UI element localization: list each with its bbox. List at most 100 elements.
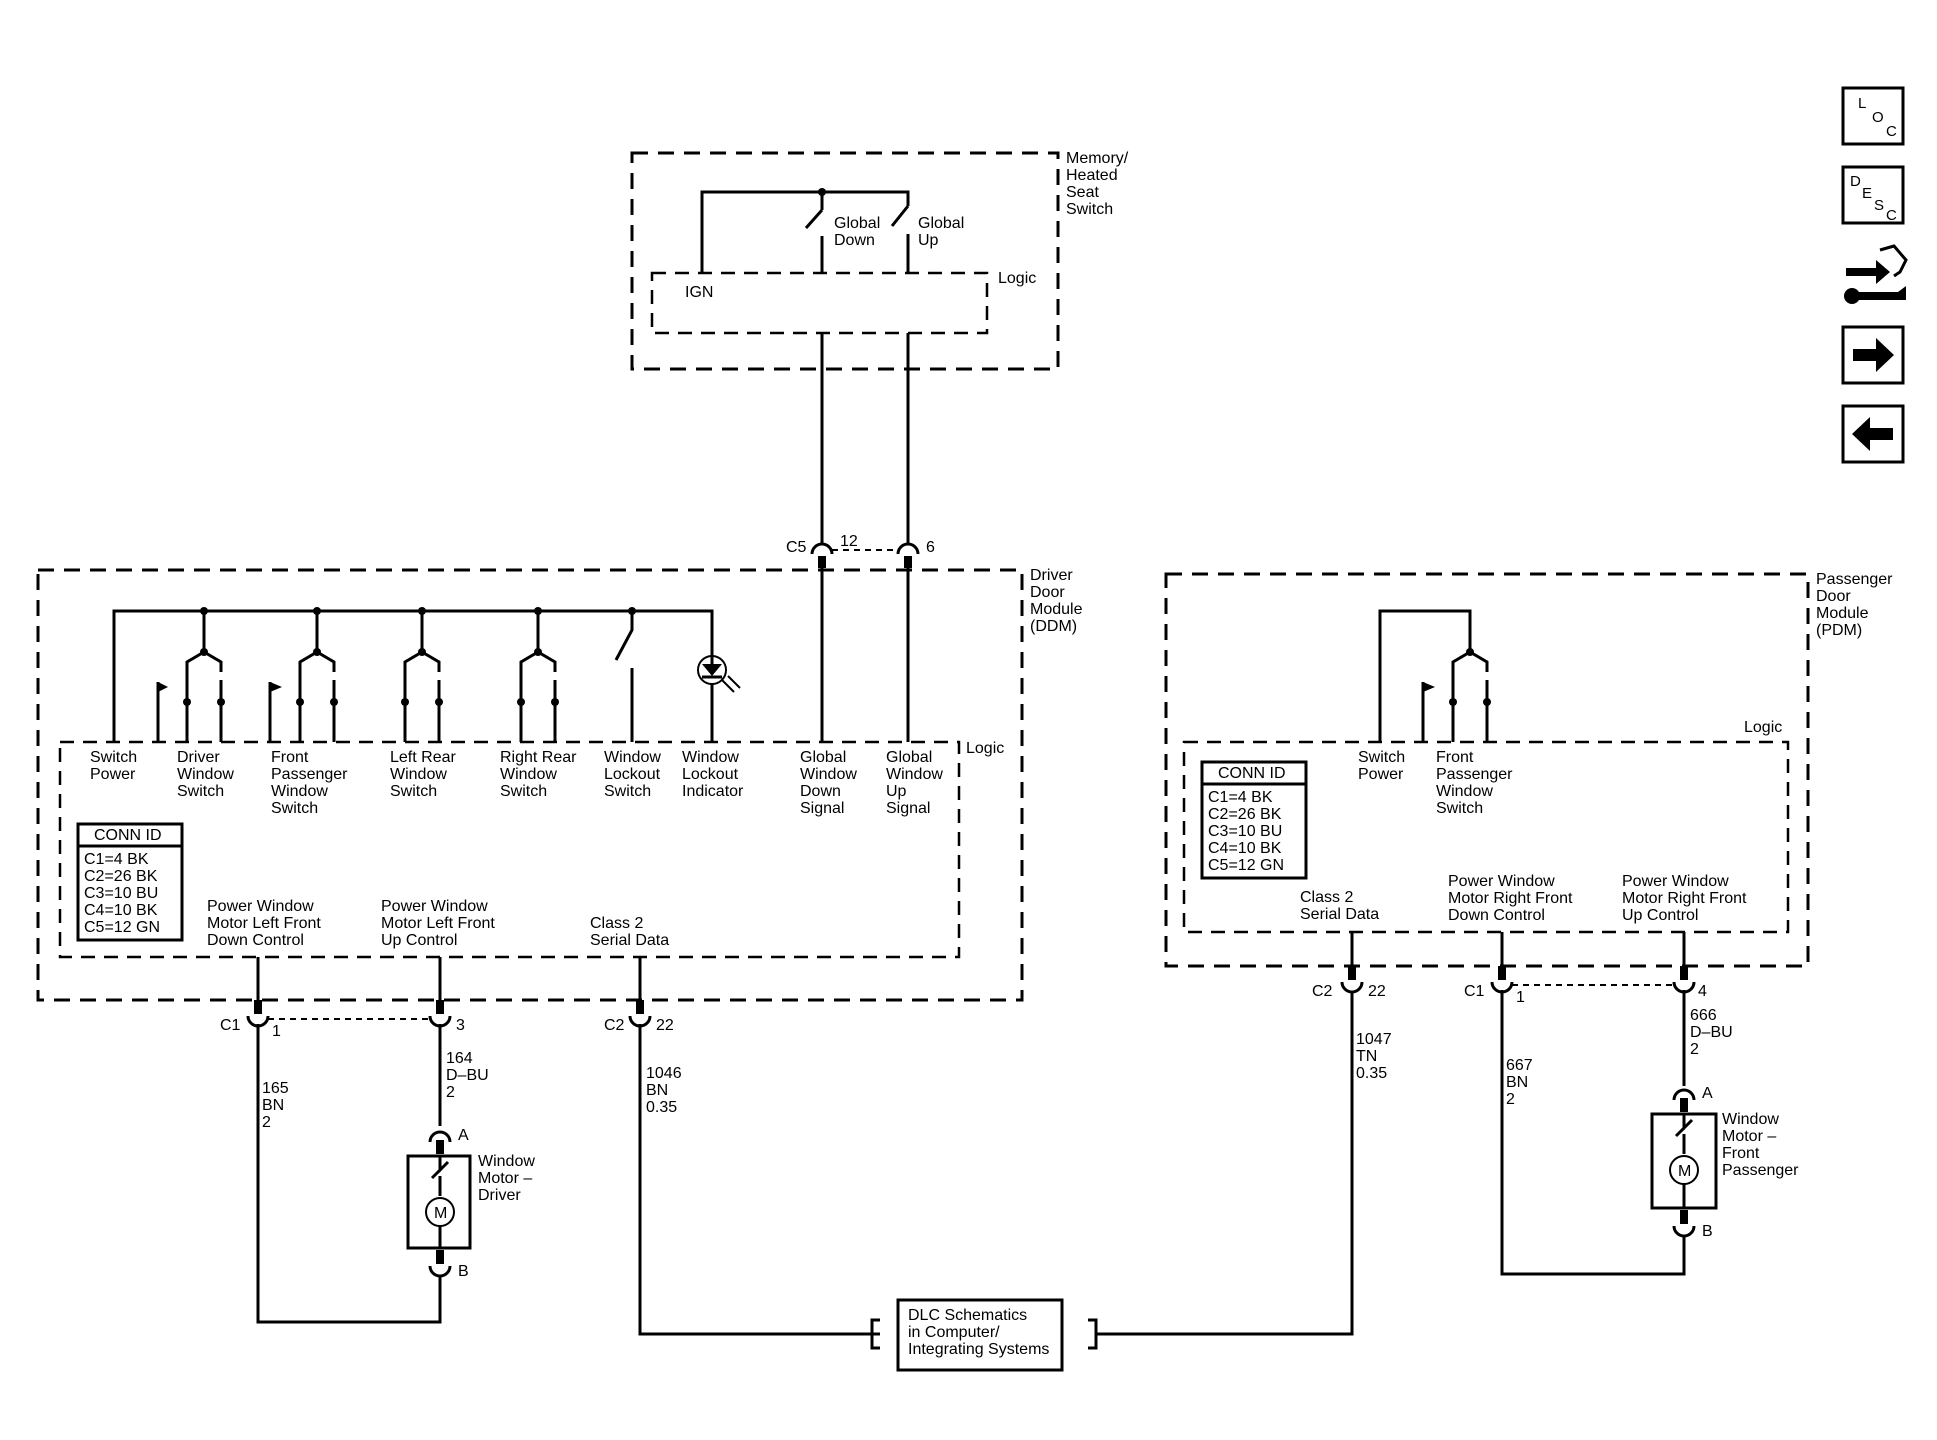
wire-1046-size: 0.35 [646,1099,677,1116]
memory-switch-title: Heated [1066,167,1118,184]
ddm-conn-id-row: C4=10 BK [84,902,158,919]
ddm-left-rear-window-switch-label: Left Rear [390,749,456,766]
nav-desc-letter: D [1850,173,1861,190]
global-up-label: Up [918,232,939,249]
nav-desc-letter: C [1886,207,1897,224]
pdm-logic-label: Logic [1744,719,1782,736]
ddm-connector-c2: C2 22 [604,1000,674,1034]
pdm-motor-right-up-label: Motor Right Front [1622,890,1747,907]
ddm-global-window-down-signal-label: Global [800,749,846,766]
pdm-class2-label: Class 2 [1300,889,1353,906]
nav-loc-button[interactable]: L O C [1841,86,1905,146]
nav-loc-letter: L [1858,95,1866,112]
window-motor-driver: A M B Window Motor – Driver [406,1127,535,1290]
dlc-schematics-reference[interactable]: DLC Schematics in Computer/ Integrating … [870,1298,1098,1372]
pdm-title: Passenger [1816,571,1893,588]
nav-desc-button[interactable]: D E S C [1841,165,1905,225]
motor-passenger-title: Motor – [1722,1128,1776,1145]
ddm-connector-c2-pin22: 22 [656,1017,674,1034]
ddm-title: Driver [1030,567,1073,584]
ddm-front-passenger-window-switch-label: Passenger [271,766,348,783]
pdm-title: (PDM) [1816,622,1862,639]
wire-1046-circuit: 1046 [646,1065,682,1082]
ddm-title: Module [1030,601,1083,618]
dlc-text: DLC Schematics [908,1307,1027,1324]
motor-passenger-pin-b: B [1702,1223,1713,1240]
connector-c5-label: C5 [786,539,807,556]
connector-wrench-icon[interactable] [1844,244,1908,304]
ddm-conn-id-header: CONN ID [94,827,162,844]
ddm-front-passenger-window-switch-label: Window [271,783,328,800]
pdm-connector-c1: C1 1 4 [1464,966,1707,1006]
ddm-motor-left-down-label: Down Control [207,932,304,949]
next-arrow-button[interactable] [1841,325,1905,385]
ddm-left-rear-window-switch-label: Window [390,766,447,783]
motor-driver-symbol: M [434,1205,447,1222]
wire-1047-color: TN [1356,1048,1377,1065]
pdm-front-passenger-window-switch-label: Switch [1436,800,1483,817]
motor-passenger-title: Front [1722,1145,1760,1162]
pdm-conn-id-row: C4=10 BK [1208,840,1282,857]
ddm-right-rear-window-switch-label: Window [500,766,557,783]
nav-desc-letter: E [1862,185,1872,202]
pdm-connector-c2-pin22: 22 [1368,983,1386,1000]
pdm-connector-c1-label: C1 [1464,983,1485,1000]
wire-164-circuit: 164 [446,1050,473,1067]
ddm-conn-id-row: C3=10 BU [84,885,158,902]
pdm-conn-id-row: C5=12 GN [1208,857,1284,874]
memory-switch-logic-label: Logic [998,270,1036,287]
ddm-window-lockout-indicator-label: Window [682,749,739,766]
ddm-connector-c1-pin3: 3 [456,1017,465,1034]
connector-c5: C5 12 6 [786,533,935,568]
pdm-connector-c2: C2 22 [1312,966,1386,1000]
motor-passenger-title: Window [1722,1111,1779,1128]
ddm-window-lockout-indicator-label: Indicator [682,783,744,800]
ddm-window-lockout-switch-label: Lockout [604,766,661,783]
ddm-global-window-up-signal-label: Window [886,766,943,783]
wire-1047-label: 1047 TN 0.35 [1356,1031,1392,1082]
ddm-conn-id-row: C1=4 BK [84,851,149,868]
wire-666-circuit: 666 [1690,1007,1717,1024]
pdm-connector-c1-pin4: 4 [1698,983,1707,1000]
motor-driver-title: Motor – [478,1170,532,1187]
nav-loc-letter: O [1872,109,1884,126]
wire-667-circuit: 667 [1506,1057,1533,1074]
ddm-front-passenger-window-switch-label: Front [271,749,309,766]
ddm-motor-left-up-label: Motor Left Front [381,915,495,932]
pdm-motor-right-down-label: Down Control [1448,907,1545,924]
pdm-front-passenger-window-switch-label: Window [1436,783,1493,800]
wire-165-circuit: 165 [262,1080,289,1097]
pdm-conn-id-row: C1=4 BK [1208,789,1273,806]
ddm-left-rear-window-switch-label: Switch [390,783,437,800]
nav-desc-letter: S [1874,197,1884,214]
connector-c5-pin6: 6 [926,539,935,556]
wire-666-size: 2 [1690,1041,1699,1058]
wire-165-label: 165 BN 2 [262,1080,289,1131]
prev-arrow-button[interactable] [1841,404,1905,464]
ddm-global-window-up-signal-label: Signal [886,800,930,817]
pdm-motor-right-up-label: Up Control [1622,907,1698,924]
memory-switch-title: Memory/ [1066,150,1129,167]
wire-1047-size: 0.35 [1356,1065,1387,1082]
ddm-window-lockout-switch-label: Switch [604,783,651,800]
ddm-motor-left-up-label: Up Control [381,932,457,949]
wire-165-color: BN [262,1097,284,1114]
wire-1046-label: 1046 BN 0.35 [646,1065,682,1116]
ddm-connector-c2-label: C2 [604,1017,625,1034]
pdm-front-passenger-window-switch-label: Front [1436,749,1474,766]
pdm-title: Module [1816,605,1869,622]
ddm-global-window-down-signal-label: Window [800,766,857,783]
nav-loc-letter: C [1886,123,1897,140]
pdm-switch-power-label: Switch [1358,749,1405,766]
global-down-label: Down [834,232,875,249]
connector-c5-pin12: 12 [840,533,858,550]
pdm-motor-right-up-label: Power Window [1622,873,1729,890]
ign-label: IGN [685,284,713,301]
ddm-driver-window-switch-label: Window [177,766,234,783]
wire-165-size: 2 [262,1114,271,1131]
driver-door-module: Driver Door Module (DDM) Logic [36,567,1083,1002]
pdm-connector-c1-pin1: 1 [1516,989,1525,1006]
ddm-switch-power-label: Power [90,766,136,783]
ddm-connector-c1: C1 1 3 [220,1000,465,1040]
ddm-conn-id-row: C5=12 GN [84,919,160,936]
